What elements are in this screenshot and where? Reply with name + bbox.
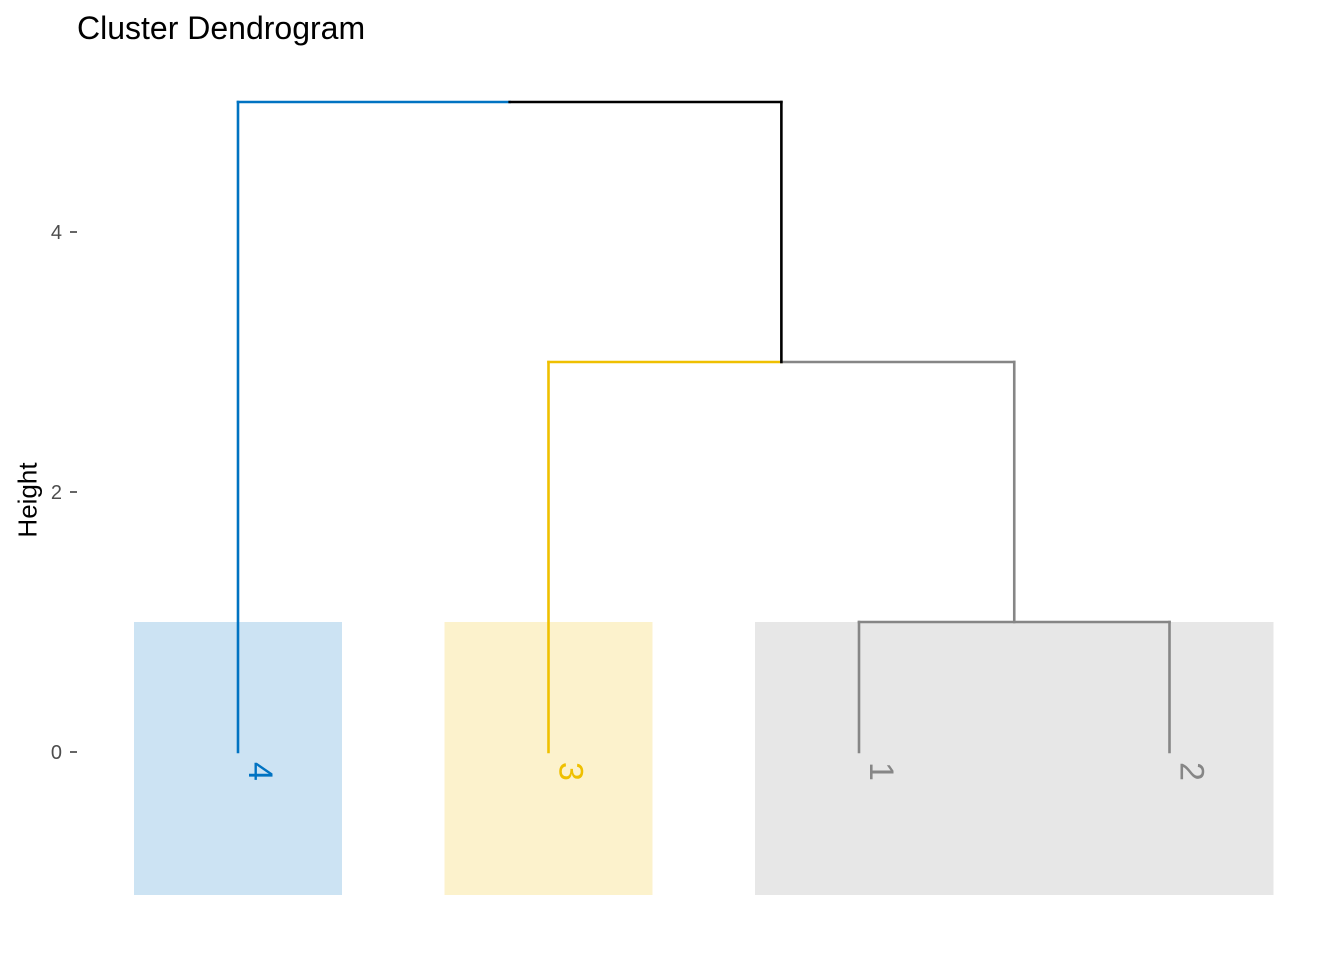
y-tick-label-4: 4 xyxy=(51,222,62,244)
chart-title: Cluster Dendrogram xyxy=(77,10,366,46)
leaf-label-4: 4 xyxy=(241,762,279,781)
cluster-rect-3 xyxy=(755,622,1274,895)
y-tick-label-2: 2 xyxy=(51,482,62,504)
leaf-label-3: 3 xyxy=(552,762,590,781)
leaf-label-2: 2 xyxy=(1173,762,1211,781)
leaf-label-1: 1 xyxy=(862,762,900,781)
y-tick-label-0: 0 xyxy=(51,742,62,764)
